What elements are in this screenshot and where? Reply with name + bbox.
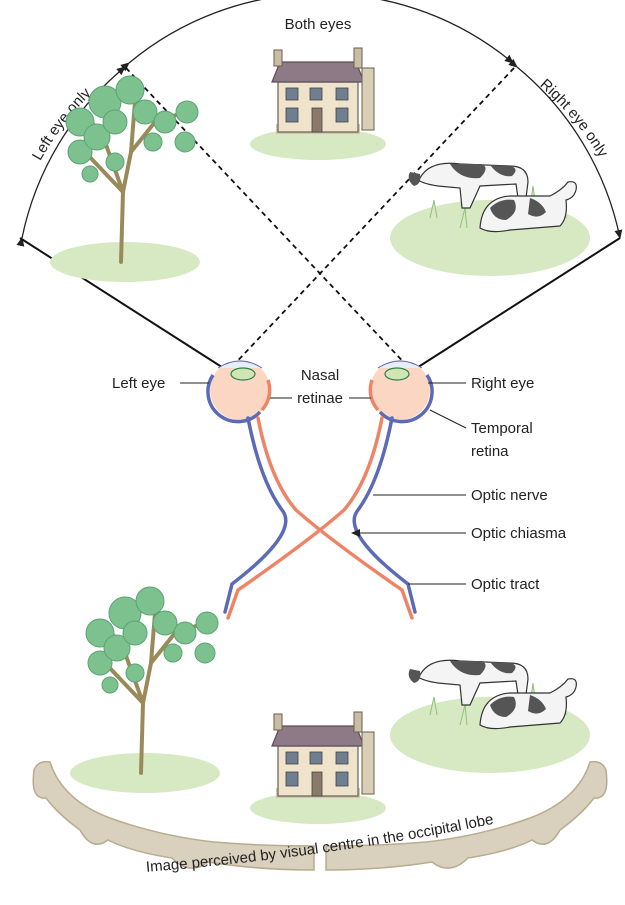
leader-temporal xyxy=(430,410,466,428)
label-optic-chiasma: Optic chiasma xyxy=(471,525,567,542)
left-temporal-fibre xyxy=(225,418,286,612)
label-nasal-line2: retinae xyxy=(297,390,343,407)
left-lens xyxy=(231,368,255,380)
label-optic-tract: Optic tract xyxy=(471,576,540,593)
house-field xyxy=(250,48,386,160)
right-temporal-fibre xyxy=(354,418,415,612)
left-eyeball xyxy=(208,360,270,422)
label-optic-nerve: Optic nerve xyxy=(471,487,548,504)
tree-perceived xyxy=(70,587,220,793)
perceived-image: Image perceived by visual centre in the … xyxy=(33,587,607,876)
label-temporal-line2: retina xyxy=(471,443,509,460)
label-left-eye: Left eye xyxy=(112,375,165,392)
right-eyeball xyxy=(370,360,432,422)
optic-pathway: Left eye Nasal retinae Right eye Tempora… xyxy=(112,360,567,618)
label-right-eye: Right eye xyxy=(471,375,534,392)
label-nasal-line1: Nasal xyxy=(301,367,339,384)
label-right-eye-only: Right eye only xyxy=(537,76,612,161)
cows-field xyxy=(390,163,590,276)
cows-perceived xyxy=(390,660,590,773)
house-perceived xyxy=(250,712,386,824)
label-temporal-line1: Temporal xyxy=(471,420,533,437)
visual-field: Both eyes Left eye only Right eye only xyxy=(20,0,620,371)
label-both-eyes: Both eyes xyxy=(285,16,352,33)
right-lens xyxy=(385,368,409,380)
